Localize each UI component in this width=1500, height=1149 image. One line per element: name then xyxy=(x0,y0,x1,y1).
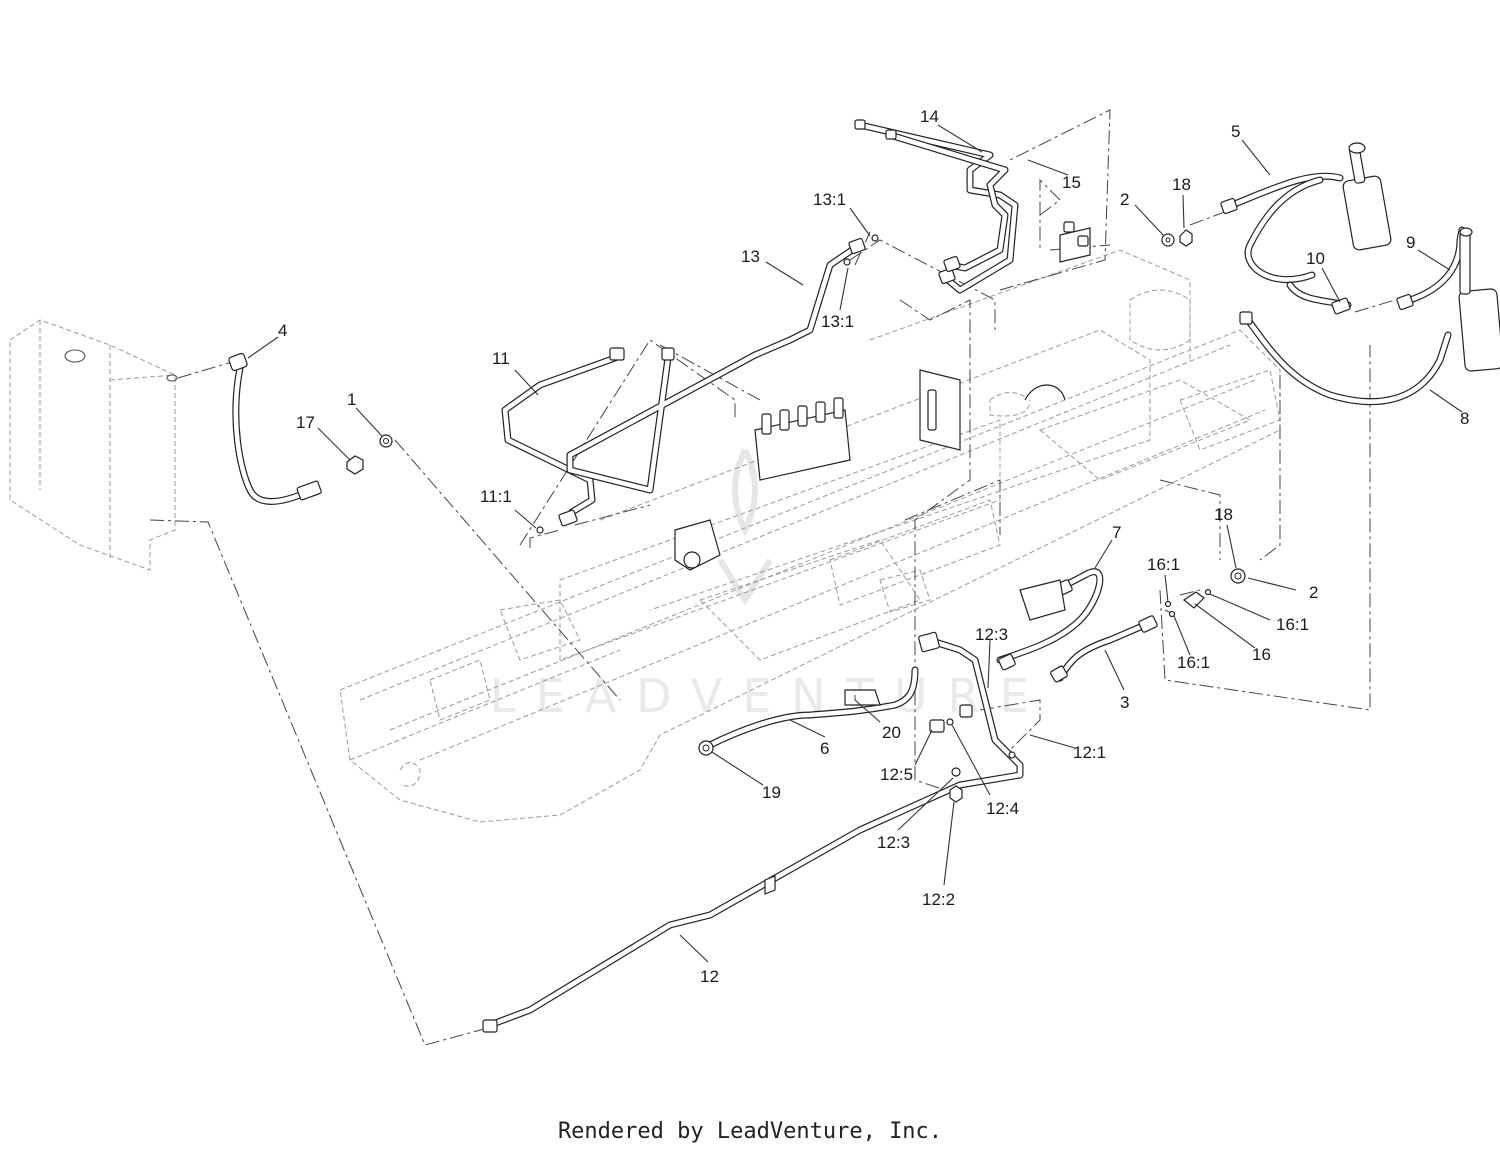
callout-12: 12 xyxy=(700,967,719,986)
callout-12-3-top: 12:3 xyxy=(975,625,1008,644)
callout-13: 13 xyxy=(741,247,760,266)
callout-13-1-top: 13:1 xyxy=(813,190,846,209)
hydraulic-tank xyxy=(9,319,178,571)
hoses xyxy=(232,121,1466,1029)
callout-5: 5 xyxy=(1231,122,1240,141)
footer-credit: Rendered by LeadVenture, Inc. xyxy=(558,1119,942,1144)
callout-3: 3 xyxy=(1120,693,1129,712)
callout-16-1-c: 16:1 xyxy=(1177,653,1210,672)
callout-13-1-bottom: 13:1 xyxy=(821,312,854,331)
callout-11: 11 xyxy=(492,349,510,368)
callout-12-1: 12:1 xyxy=(1073,743,1106,762)
lift-cylinders xyxy=(1342,142,1500,372)
callout-8: 8 xyxy=(1460,409,1469,428)
control-valve xyxy=(674,221,1091,571)
callout-15: 15 xyxy=(1062,173,1081,192)
callout-11-1: 11:1 xyxy=(480,487,512,506)
callout-16-1-a: 16:1 xyxy=(1147,555,1180,574)
callout-6: 6 xyxy=(820,739,829,758)
reference-lines xyxy=(149,109,1396,1046)
callout-19: 19 xyxy=(762,783,781,802)
callout-18-top: 18 xyxy=(1172,175,1191,194)
callout-16: 16 xyxy=(1252,645,1271,664)
leader-lines xyxy=(247,124,1463,963)
callout-1: 1 xyxy=(347,390,356,409)
fittings xyxy=(228,119,1414,1033)
callout-7: 7 xyxy=(1112,523,1121,542)
callout-14: 14 xyxy=(920,107,939,126)
callout-10: 10 xyxy=(1306,249,1325,268)
callout-4: 4 xyxy=(278,321,287,340)
callout-20: 20 xyxy=(882,723,901,742)
callout-12-3-bottom: 12:3 xyxy=(877,833,910,852)
callout-17: 17 xyxy=(296,413,315,432)
callout-9: 9 xyxy=(1406,233,1415,252)
watermark-text: LEADVENTURE xyxy=(490,669,1049,723)
callout-2-bottom: 2 xyxy=(1309,583,1318,602)
callout-12-4: 12:4 xyxy=(986,799,1019,818)
mower-frame xyxy=(339,249,1281,823)
watermark-logo xyxy=(717,448,773,606)
callout-2-top: 2 xyxy=(1120,190,1129,209)
callout-18-bottom: 18 xyxy=(1214,505,1233,524)
callout-12-5: 12:5 xyxy=(880,765,913,784)
callout-12-2: 12:2 xyxy=(922,890,955,909)
callout-labels: 4 17 1 11 11:1 13 13:1 13:1 14 15 2 18 5… xyxy=(278,107,1469,986)
callout-16-1-b: 16:1 xyxy=(1276,615,1309,634)
